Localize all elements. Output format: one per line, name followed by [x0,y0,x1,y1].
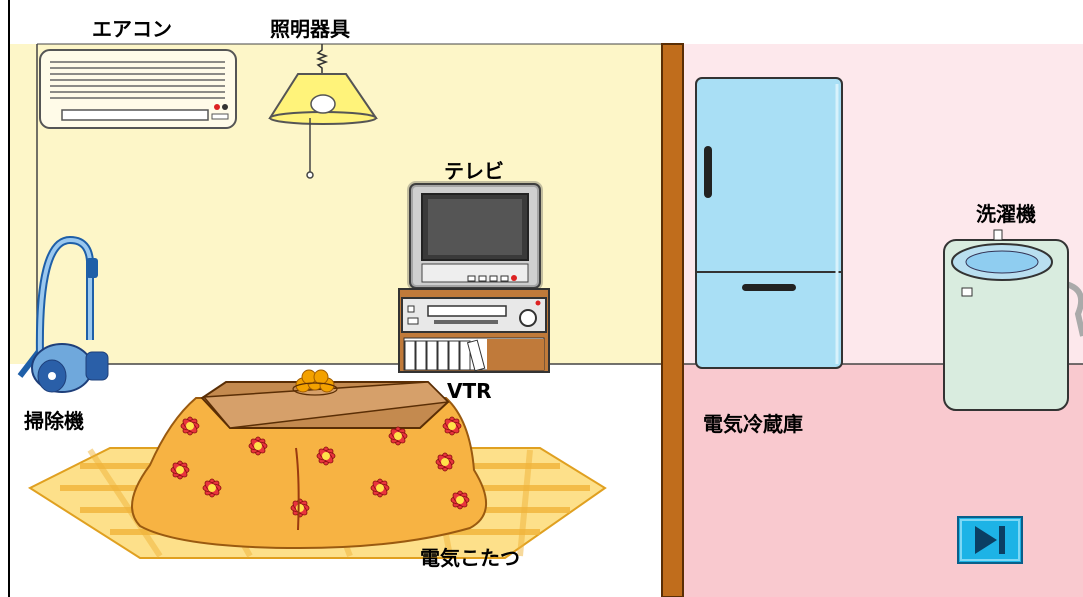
label-vtr: VTR [447,379,492,403]
vtr-icon[interactable] [401,297,547,333]
label-tv: テレビ [444,159,504,183]
skip-next-icon [975,526,1005,554]
television-icon[interactable] [407,181,543,291]
room-divider-pillar [661,43,684,597]
ceiling-lamp-icon[interactable] [268,44,378,179]
next-slide-button[interactable] [957,516,1023,564]
air-conditioner-icon[interactable] [39,49,237,129]
kotatsu-icon[interactable] [131,369,488,550]
label-vacuum: 掃除機 [24,409,84,433]
label-kotatsu: 電気こたつ [420,546,520,570]
label-lighting: 照明器具 [270,17,350,41]
vacuum-cleaner-icon[interactable] [17,235,109,393]
washing-machine-icon[interactable] [943,229,1083,411]
label-refrigerator: 電気冷蔵庫 [703,412,803,436]
flower-pattern-icon [170,416,470,518]
label-washing-machine: 洗濯機 [976,202,1036,226]
refrigerator-icon[interactable] [695,77,843,369]
label-air-conditioner: エアコン [92,17,172,41]
